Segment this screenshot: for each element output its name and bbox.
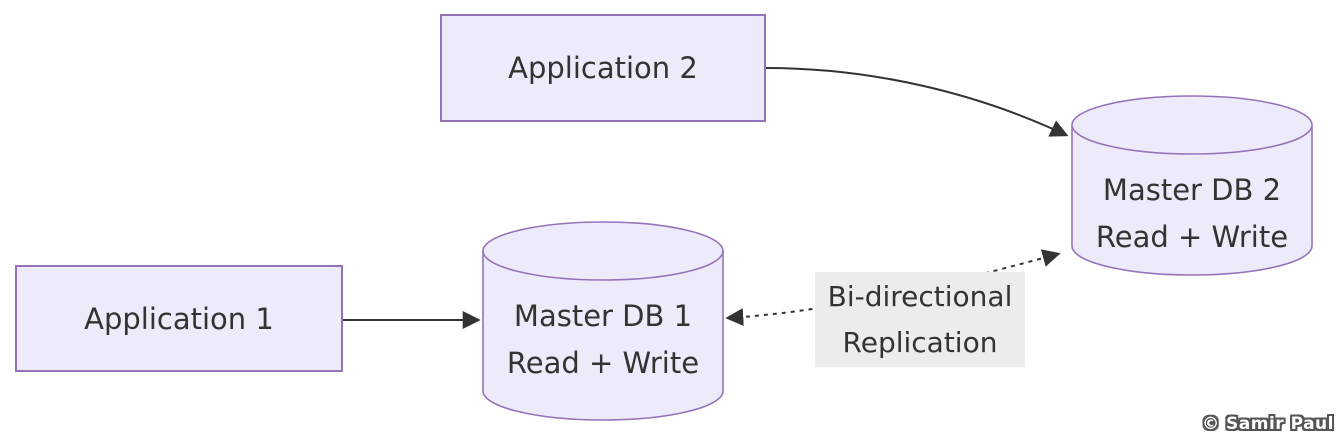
node-application-1-label: Application 1 xyxy=(84,301,274,336)
db1-cylinder xyxy=(482,221,724,421)
app2-to-db2-arrow xyxy=(765,67,1069,137)
db1-cylinder-top xyxy=(482,221,724,281)
db1-cylinder-body xyxy=(482,251,724,421)
node-master-db-1-label: Master DB 1 Read + Write xyxy=(483,292,723,387)
watermark: © Samir Paul xyxy=(1202,414,1334,434)
node-master-db-2-label: Master DB 2 Read + Write xyxy=(1072,166,1312,261)
node-application-1: Application 1 xyxy=(15,265,343,372)
db2-cylinder-top xyxy=(1071,95,1313,155)
db2-cylinder xyxy=(1071,95,1313,276)
node-application-2: Application 2 xyxy=(440,14,766,122)
db1-subtitle: Read + Write xyxy=(506,345,700,380)
db2-cylinder-body xyxy=(1071,125,1313,276)
node-application-2-label: Application 2 xyxy=(508,51,698,85)
db2-subtitle: Read + Write xyxy=(1095,219,1289,254)
db2-title: Master DB 2 xyxy=(1102,172,1282,207)
replication-edge-label: Bi-directional Replication xyxy=(815,272,1025,367)
replication-label-line2: Replication xyxy=(842,325,998,359)
db1-title: Master DB 1 xyxy=(513,298,693,333)
replication-label-line1: Bi-directional xyxy=(827,279,1013,313)
